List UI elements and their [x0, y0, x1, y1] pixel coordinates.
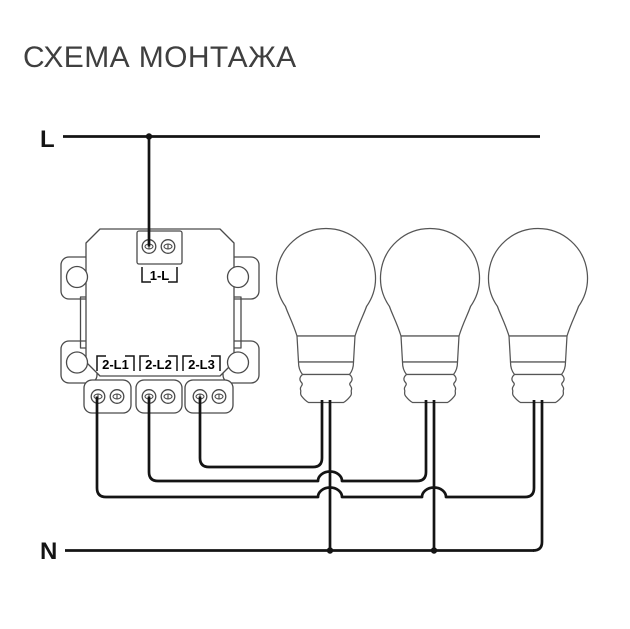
bulb-collar: [296, 335, 356, 363]
wires-group: [63, 135, 544, 552]
bracket-2l2: [139, 355, 178, 371]
terminal-label-brackets: [96, 267, 221, 371]
switch-side-notch-left: [79, 296, 86, 349]
ear-hole-top-left: [65, 265, 89, 289]
wire-2l1-to-lamp3: [95, 396, 536, 499]
ear-hole-top-right: [226, 265, 250, 289]
ear-hole-bottom-left: [65, 351, 89, 374]
bulb-globe: [487, 228, 589, 337]
bulb-screw-base: [511, 373, 565, 404]
junction-dots: [145, 133, 438, 554]
switch-side-notch-right: [234, 296, 242, 349]
wire-lamp3-to-n: [532, 400, 544, 552]
bulb-collar-lip: [297, 361, 355, 376]
switch-device: [60, 228, 260, 414]
page-title: СХЕМА МОНТАЖА: [23, 41, 297, 74]
terminal-block-2l2: [135, 379, 183, 414]
bulb-screw-base: [299, 373, 353, 404]
bulb-globe: [275, 228, 377, 337]
terminal-label-1l: 1-L: [150, 268, 170, 283]
terminal-label-2l2: 2-L2: [145, 357, 172, 372]
terminal-label-2l3: 2-L3: [188, 357, 215, 372]
terminal-label-2l1: 2-L1: [102, 357, 129, 372]
screw-1l-right: [160, 239, 176, 254]
bracket-2l3: [182, 355, 221, 371]
bracket-1l: [141, 267, 178, 283]
screw-2l1-right: [109, 389, 125, 404]
bracket-2l1: [96, 355, 135, 371]
bulb-collar-lip: [509, 361, 567, 376]
lamp-1: [275, 228, 377, 404]
bulb-globe: [379, 228, 481, 337]
wire-2l3-to-lamp1: [198, 396, 324, 469]
bulb-collar: [508, 335, 568, 363]
ear-hole-bottom-right: [226, 351, 250, 374]
lamps-group: [275, 228, 589, 404]
lamp-2: [379, 228, 481, 404]
terminal-block-2l3: [184, 379, 234, 414]
lamp-3: [487, 228, 589, 404]
screw-2l3-right: [211, 389, 227, 404]
neutral-line-label: N: [40, 538, 57, 565]
bulb-collar-lip: [401, 361, 459, 376]
bulb-screw-base: [403, 373, 457, 404]
live-line-label: L: [40, 126, 55, 153]
junction-dot-l: [145, 133, 153, 140]
screw-2l2-right: [160, 389, 176, 404]
junction-dot-n2: [430, 547, 438, 554]
bulb-collar: [400, 335, 460, 363]
junction-dot-n1: [326, 547, 334, 554]
